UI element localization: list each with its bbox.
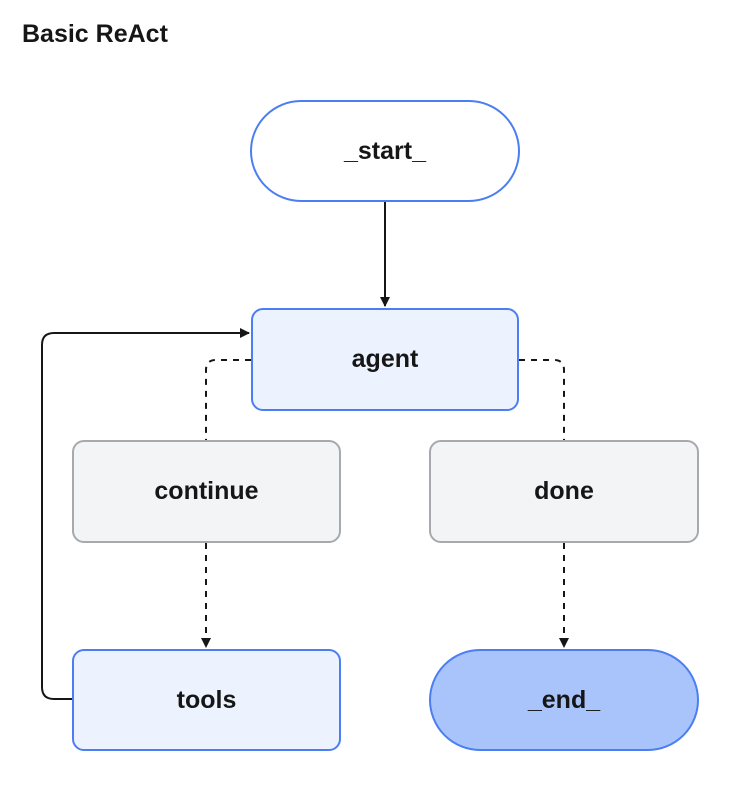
node-end[interactable]: _end_ <box>429 649 699 751</box>
node-agent-label: agent <box>351 345 419 373</box>
node-continue-label: continue <box>154 477 259 505</box>
node-start-label: _start_ <box>344 136 426 165</box>
node-continue[interactable]: continue <box>72 440 341 543</box>
edge-agent-to-continue <box>205 359 251 440</box>
node-done[interactable]: done <box>429 440 699 543</box>
node-tools[interactable]: tools <box>72 649 341 751</box>
node-start[interactable]: _start_ <box>250 100 520 202</box>
node-done-label: done <box>534 477 594 505</box>
diagram-title: Basic ReAct <box>22 20 168 48</box>
node-end-label: _end_ <box>527 685 601 714</box>
edge-agent-to-done <box>519 359 565 440</box>
node-agent[interactable]: agent <box>251 308 519 411</box>
edge-tools-to-agent <box>41 328 250 700</box>
node-tools-label: tools <box>176 685 237 714</box>
